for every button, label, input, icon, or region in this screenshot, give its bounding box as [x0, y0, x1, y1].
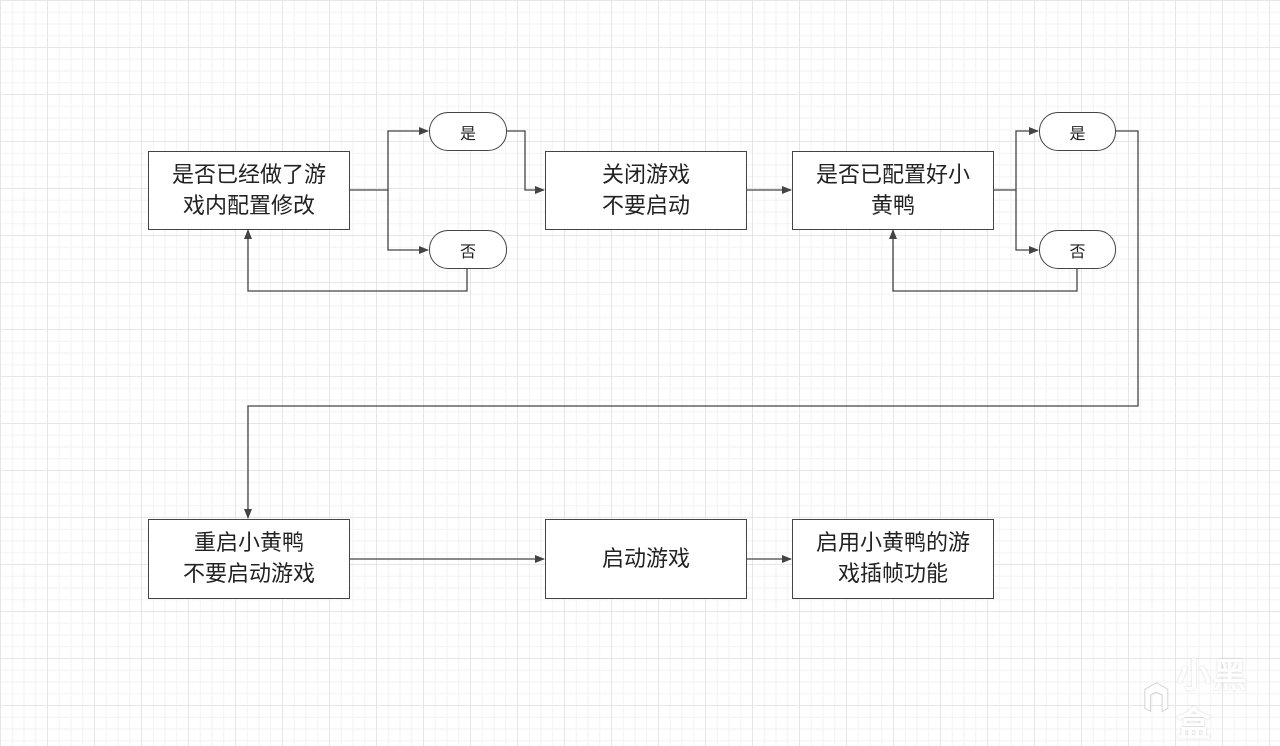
node-text: 戏内配置修改: [182, 193, 315, 219]
node-text: 重启小黄鸭: [193, 531, 304, 556]
node-q2-yes[interactable]: 是: [1039, 112, 1116, 151]
node-start-game[interactable]: 启动游戏: [545, 519, 747, 599]
edge-q2-to-yes: [993, 127, 1039, 191]
edge-q2-to-no: [1015, 190, 1039, 254]
node-restart-duck[interactable]: 重启小黄鸭不要启动游戏: [148, 519, 350, 599]
edge-q1-to-yes: [349, 127, 429, 191]
node-text: 戏插帧功能: [837, 562, 948, 587]
node-ingame-config-question[interactable]: 是否已经做了游戏内配置修改: [148, 151, 350, 230]
node-q1-yes[interactable]: 是: [429, 112, 507, 151]
node-text: 启动游戏: [601, 546, 690, 572]
edge-yes-to-restart: [244, 130, 1139, 519]
node-text: 是否已配置好小: [815, 162, 970, 188]
node-text: 否: [459, 241, 476, 261]
node-text: 否: [1069, 241, 1086, 261]
node-text: 关闭游戏: [601, 162, 690, 188]
edge-yes-to-close-game: [506, 130, 545, 194]
node-enable-frame-interp[interactable]: 启用小黄鸭的游戏插帧功能: [792, 519, 994, 599]
node-close-game[interactable]: 关闭游戏不要启动: [545, 151, 747, 230]
node-text: 不要启动游戏: [182, 562, 315, 587]
node-text: 启用小黄鸭的游: [815, 531, 970, 556]
node-text: 不要启动: [601, 193, 690, 219]
watermark: 小黑盒: [1142, 648, 1280, 746]
node-text: 是: [459, 123, 476, 143]
node-q1-no[interactable]: 否: [429, 230, 507, 269]
node-text: 是否已经做了游: [171, 162, 326, 188]
edge-no-to-q2: [889, 229, 1078, 292]
node-q2-no[interactable]: 否: [1039, 230, 1116, 269]
edge-no-to-q1: [244, 229, 468, 292]
heybox-logo-icon: [1144, 682, 1169, 713]
node-text: 是: [1069, 123, 1086, 143]
node-text: 黄鸭: [870, 193, 915, 219]
edge-q1-to-no: [387, 190, 429, 254]
connector-layer: [244, 127, 1139, 563]
watermark-text: 小黑盒: [1176, 656, 1249, 745]
node-duck-config-question[interactable]: 是否已配置好小黄鸭: [792, 151, 994, 230]
